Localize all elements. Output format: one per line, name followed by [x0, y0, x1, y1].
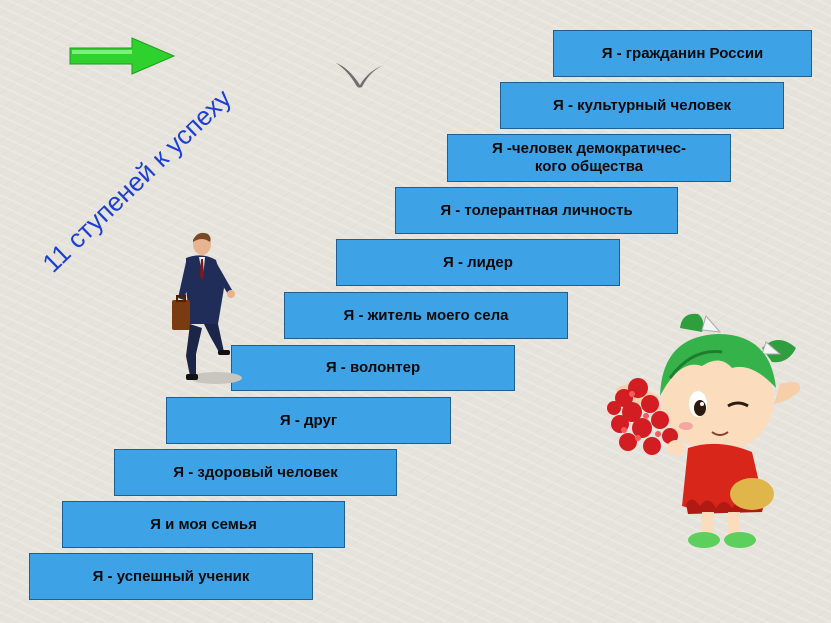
step-4: Я - друг [166, 397, 451, 444]
step-1: Я - успешный ученик [29, 553, 313, 600]
step-6: Я - житель моего села [284, 292, 568, 339]
step-9: Я -человек демократичес- кого общества [447, 134, 731, 182]
girl-with-flowers-illustration [607, 313, 801, 548]
step-7: Я - лидер [336, 239, 620, 286]
step-5: Я - волонтер [231, 345, 515, 391]
businessman-illustration [172, 232, 242, 384]
step-8: Я - толерантная личность [395, 187, 678, 234]
green-arrow-icon [69, 37, 176, 75]
step-11: Я - гражданин России [553, 30, 812, 77]
step-3: Я - здоровый человек [114, 449, 397, 496]
step-2: Я и моя семья [62, 501, 345, 548]
step-10: Я - культурный человек [500, 82, 784, 129]
bird-icon [336, 63, 384, 88]
